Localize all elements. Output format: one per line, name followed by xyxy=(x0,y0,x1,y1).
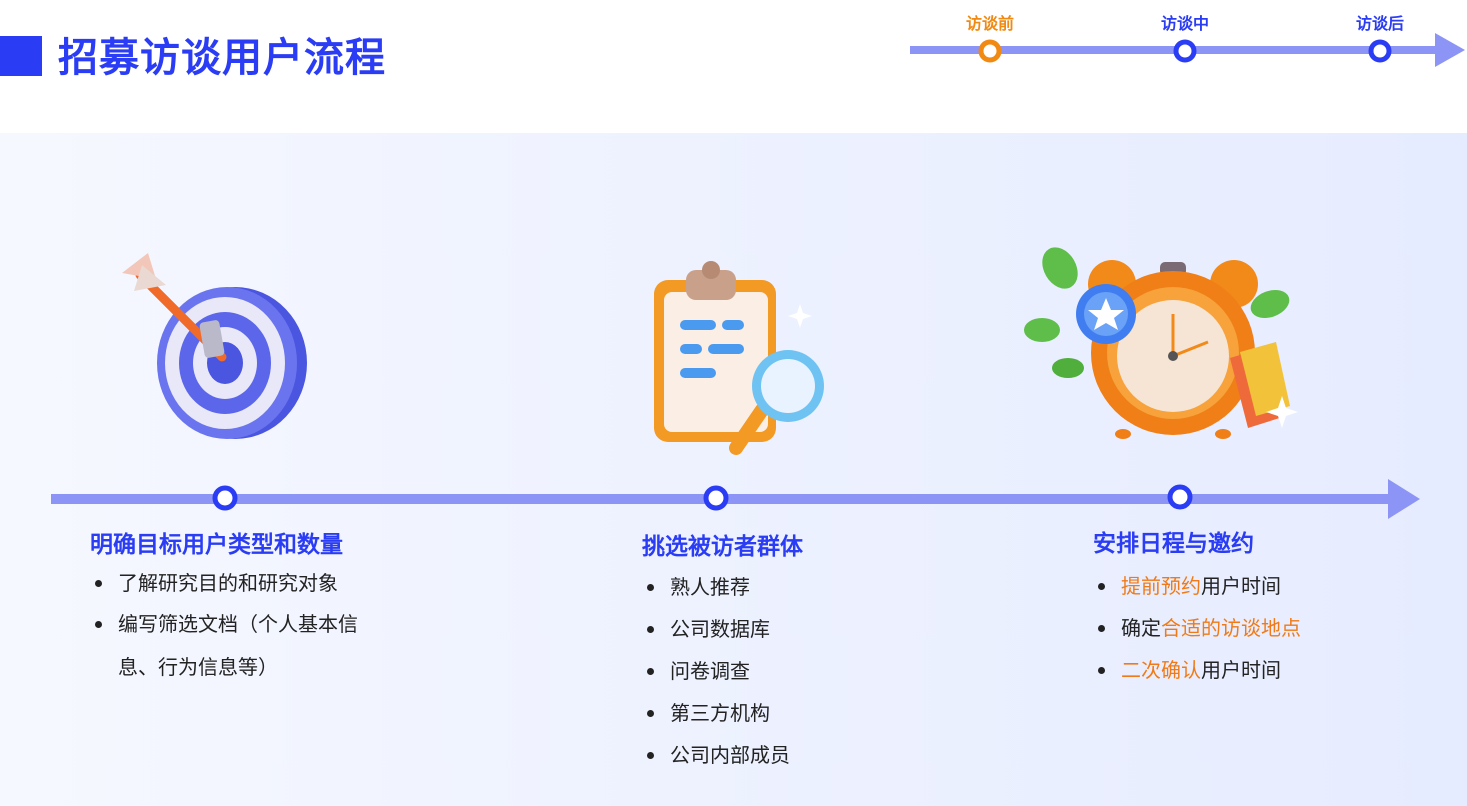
clipboard-magnifier-icon xyxy=(654,261,824,455)
list-item: 确定合适的访谈地点 xyxy=(1093,615,1393,641)
stage-dot-before xyxy=(978,39,1002,63)
list-item: 问卷调查 xyxy=(642,658,902,684)
list-item: 公司内部成员 xyxy=(642,742,902,768)
step-title: 明确目标用户类型和数量 xyxy=(90,532,343,558)
step-define-target-users: 明确目标用户类型和数量 了解研究目的和研究对象 编写筛选文档（个人基本信 息、行… xyxy=(90,530,410,680)
list-item: 二次确认用户时间 xyxy=(1093,657,1393,683)
step-title: 挑选被访者群体 xyxy=(642,534,803,560)
stage-label-before[interactable]: 访谈前 xyxy=(965,14,1015,33)
title-accent-block xyxy=(0,36,42,76)
list-item: 了解研究目的和研究对象 xyxy=(90,570,410,596)
stage-dot-after xyxy=(1368,39,1392,63)
list-item: 公司数据库 xyxy=(642,616,902,642)
stage-nav-track xyxy=(910,33,1465,67)
step-bullets: 提前预约用户时间 确定合适的访谈地点 二次确认用户时间 xyxy=(1093,573,1393,683)
stage-label-after[interactable]: 访谈后 xyxy=(1355,14,1405,33)
step-schedule-invite: 安排日程与邀约 提前预约用户时间 确定合适的访谈地点 二次确认用户时间 xyxy=(1093,529,1393,683)
step-title: 安排日程与邀约 xyxy=(1093,531,1254,557)
stage-label-during[interactable]: 访谈中 xyxy=(1160,14,1210,33)
page-title: 招募访谈用户流程 xyxy=(58,35,386,81)
list-item: 熟人推荐 xyxy=(642,574,902,600)
target-dart-icon xyxy=(122,253,307,439)
step-bullets: 了解研究目的和研究对象 编写筛选文档（个人基本信 息、行为信息等） xyxy=(90,570,410,680)
step-select-interviewees: 挑选被访者群体 熟人推荐 公司数据库 问卷调查 第三方机构 公司内部成员 xyxy=(642,532,902,768)
list-item: 提前预约用户时间 xyxy=(1093,573,1393,599)
alarm-clock-icon xyxy=(1024,247,1298,439)
content-panel xyxy=(0,133,1467,806)
list-item: 编写筛选文档（个人基本信 xyxy=(90,611,410,637)
list-item-continuation: 息、行为信息等） xyxy=(118,655,278,679)
list-item: 第三方机构 xyxy=(642,700,902,726)
step-bullets: 熟人推荐 公司数据库 问卷调查 第三方机构 公司内部成员 xyxy=(642,574,902,768)
stage-nav: 访谈前 访谈中 访谈后 xyxy=(905,0,1467,80)
stage-dot-during xyxy=(1173,39,1197,63)
